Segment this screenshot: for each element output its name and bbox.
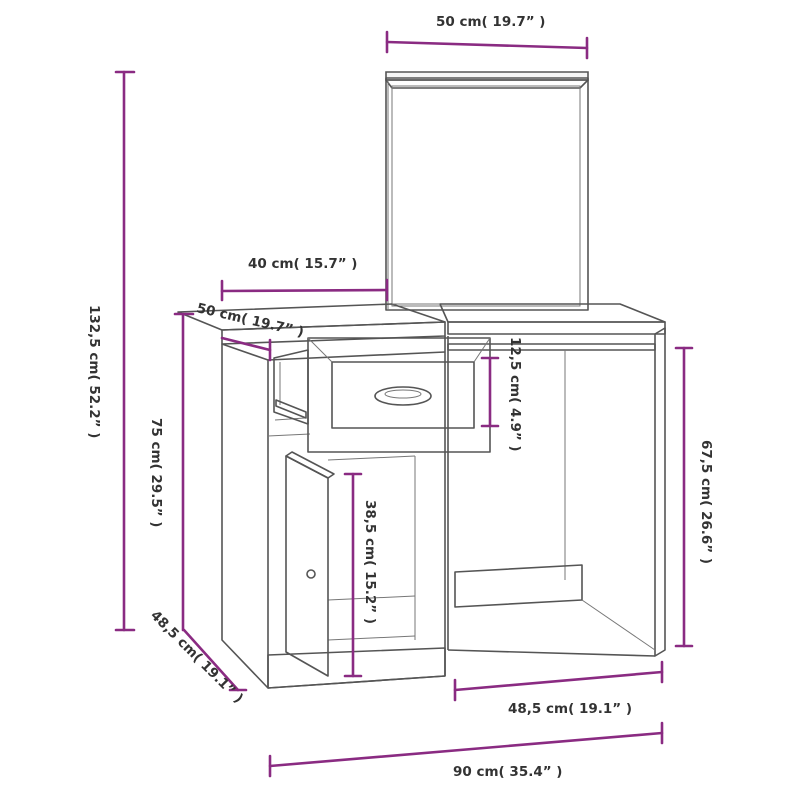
cabinet-door — [285, 451, 335, 677]
knee-width-label: 48,5 cm( 19.1” ) — [508, 701, 632, 717]
drawer-depth-line — [220, 336, 272, 352]
cabinet-height-label: 38,5 cm( 15.2” ) — [362, 500, 378, 624]
drawer-depth-label: 50 cm( 19.7” ) — [195, 300, 305, 340]
dressing-table-drawing — [177, 71, 666, 689]
right-leg — [447, 327, 666, 657]
depth-label: 48,5 cm( 19.1” ) — [147, 608, 246, 707]
drawer-width-label: 40 cm( 15.7” ) — [248, 256, 357, 272]
total-height-label: 132,5 cm( 52.2” ) — [86, 305, 102, 438]
mirror-width-line — [385, 40, 589, 50]
total-width-label: 90 cm( 35.4” ) — [453, 764, 562, 780]
table-height-label: 75 cm( 29.5” ) — [148, 418, 164, 527]
drawer-height-label: 12,5 cm( 4.9” ) — [507, 337, 523, 452]
door-knob — [306, 569, 316, 579]
drawer-width-line — [220, 288, 389, 293]
depth-line — [182, 628, 240, 692]
dimension-labels: 50 cm( 19.7” ) 40 cm( 15.7” ) 50 cm( 19.… — [86, 14, 714, 780]
total-width-line — [268, 731, 664, 768]
knee-width-line — [453, 670, 664, 692]
drawer-front — [307, 337, 491, 453]
drawer-side — [273, 349, 309, 425]
knee-height-label: 67,5 cm( 26.6” ) — [698, 440, 714, 564]
dimension-lines — [114, 30, 694, 778]
drawer-handle — [374, 386, 432, 406]
mirror-width-label: 50 cm( 19.7” ) — [436, 14, 545, 30]
left-cabinet — [221, 336, 446, 689]
mirror — [385, 71, 589, 311]
